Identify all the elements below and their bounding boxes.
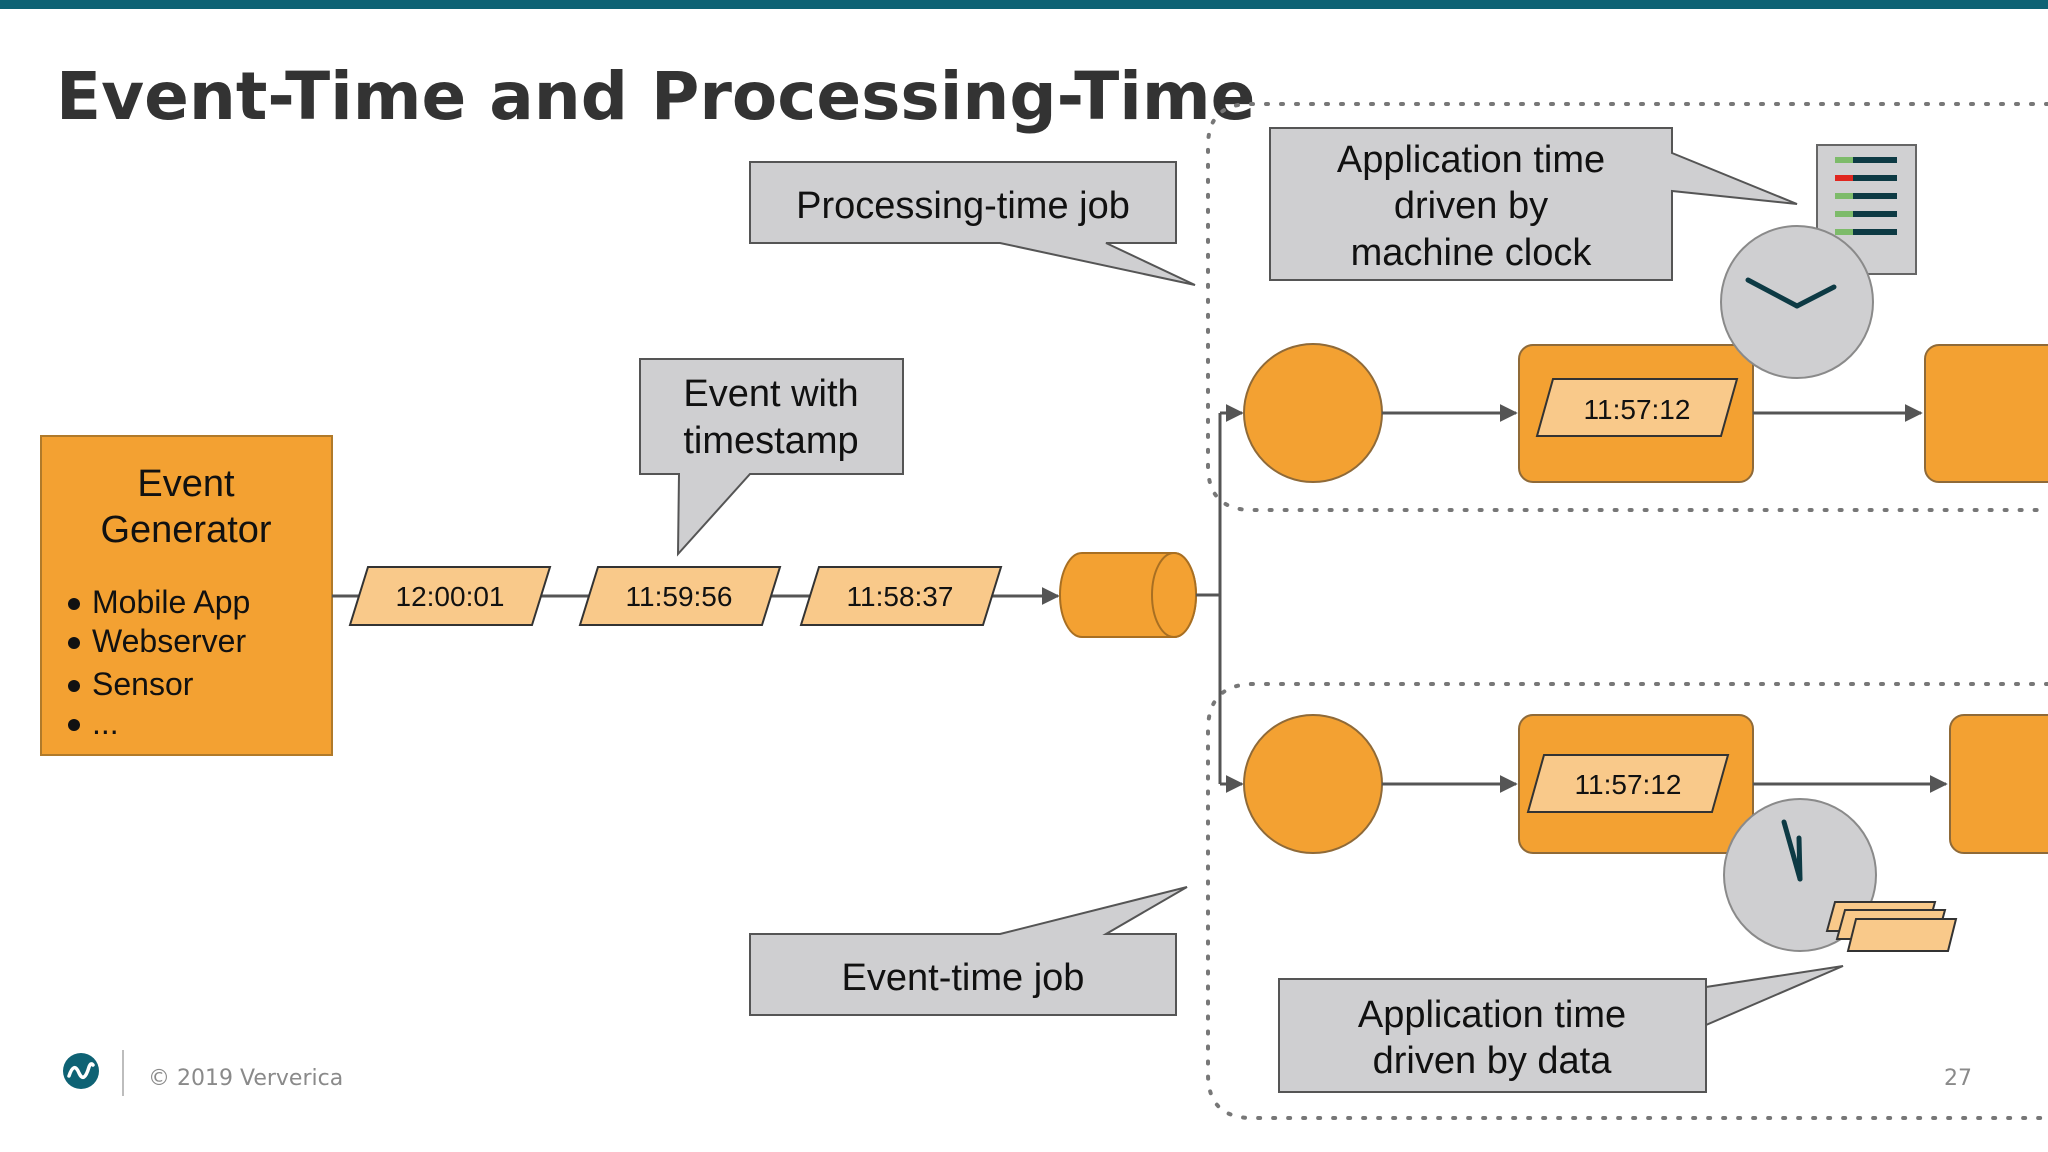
callout-processing-time-job: Processing-time job (749, 161, 1196, 286)
event-job-event-time: 11:57:12 (1575, 769, 1682, 800)
event-3-timestamp: 11:58:37 (847, 581, 954, 612)
callout-event-with-timestamp-line-1: Event with (683, 373, 858, 415)
callout-event-time-job: Event-time job (749, 886, 1188, 1016)
event-1-timestamp: 12:00:01 (396, 581, 505, 612)
event-generator-title-1: Event (137, 463, 235, 505)
callout-processing-time-job-label: Processing-time job (796, 185, 1130, 227)
page-number: 27 (1944, 1066, 1972, 1091)
event-2: 11:59:56 (578, 566, 782, 626)
stacked-events-icon (1825, 901, 1958, 952)
event-3: 11:58:37 (799, 566, 1003, 626)
event-time-job-group (1206, 682, 2048, 1120)
top-accent-bar (0, 0, 2048, 9)
callout-app-time-machine-clock: Application time driven by machine clock (1269, 127, 1798, 281)
callout-app-time-machine-clock-line-1: Application time (1337, 139, 1605, 181)
slide-title: Event-Time and Processing-Time (56, 58, 1256, 135)
callout-event-with-timestamp-line-2: timestamp (683, 420, 858, 462)
callout-app-time-data-line-1: Application time (1358, 994, 1626, 1036)
bullet-dot (68, 719, 80, 731)
message-queue-cylinder (1059, 552, 1197, 638)
processing-job-sink (1924, 344, 2048, 483)
event-generator-title-2: Generator (100, 509, 271, 551)
callout-app-time-data-line-2: driven by data (1373, 1040, 1613, 1082)
processing-job-event: 11:57:12 (1535, 378, 1739, 437)
ververica-logo-icon (63, 1053, 99, 1089)
event-generator-box: Event Generator Mobile App Webserver Sen… (40, 435, 333, 756)
callout-event-time-job-label: Event-time job (842, 957, 1085, 999)
event-job-event: 11:57:12 (1526, 754, 1730, 813)
callout-app-time-data: Application time driven by data (1278, 965, 1844, 1093)
machine-clock-icon (1720, 225, 1874, 379)
callout-app-time-machine-clock-line-2: driven by (1394, 185, 1548, 227)
bullet-dot (68, 637, 80, 649)
event-1: 12:00:01 (348, 566, 552, 626)
processing-job-event-time: 11:57:12 (1584, 394, 1691, 425)
bullet-more: ... (92, 705, 119, 741)
event-job-source (1243, 714, 1383, 854)
bullet-sensor: Sensor (92, 666, 194, 702)
footer-divider (122, 1050, 124, 1096)
footer-copyright: © 2019 Ververica (148, 1066, 344, 1091)
processing-job-source (1243, 343, 1383, 483)
callout-event-with-timestamp: Event with timestamp (639, 358, 904, 557)
event-2-timestamp: 11:59:56 (626, 581, 733, 612)
bullet-dot (68, 598, 80, 610)
bullet-webserver: Webserver (92, 623, 246, 659)
callout-app-time-machine-clock-line-3: machine clock (1351, 232, 1593, 274)
bullet-dot (68, 680, 80, 692)
event-job-sink (1949, 714, 2048, 854)
bullet-mobile-app: Mobile App (92, 584, 250, 620)
